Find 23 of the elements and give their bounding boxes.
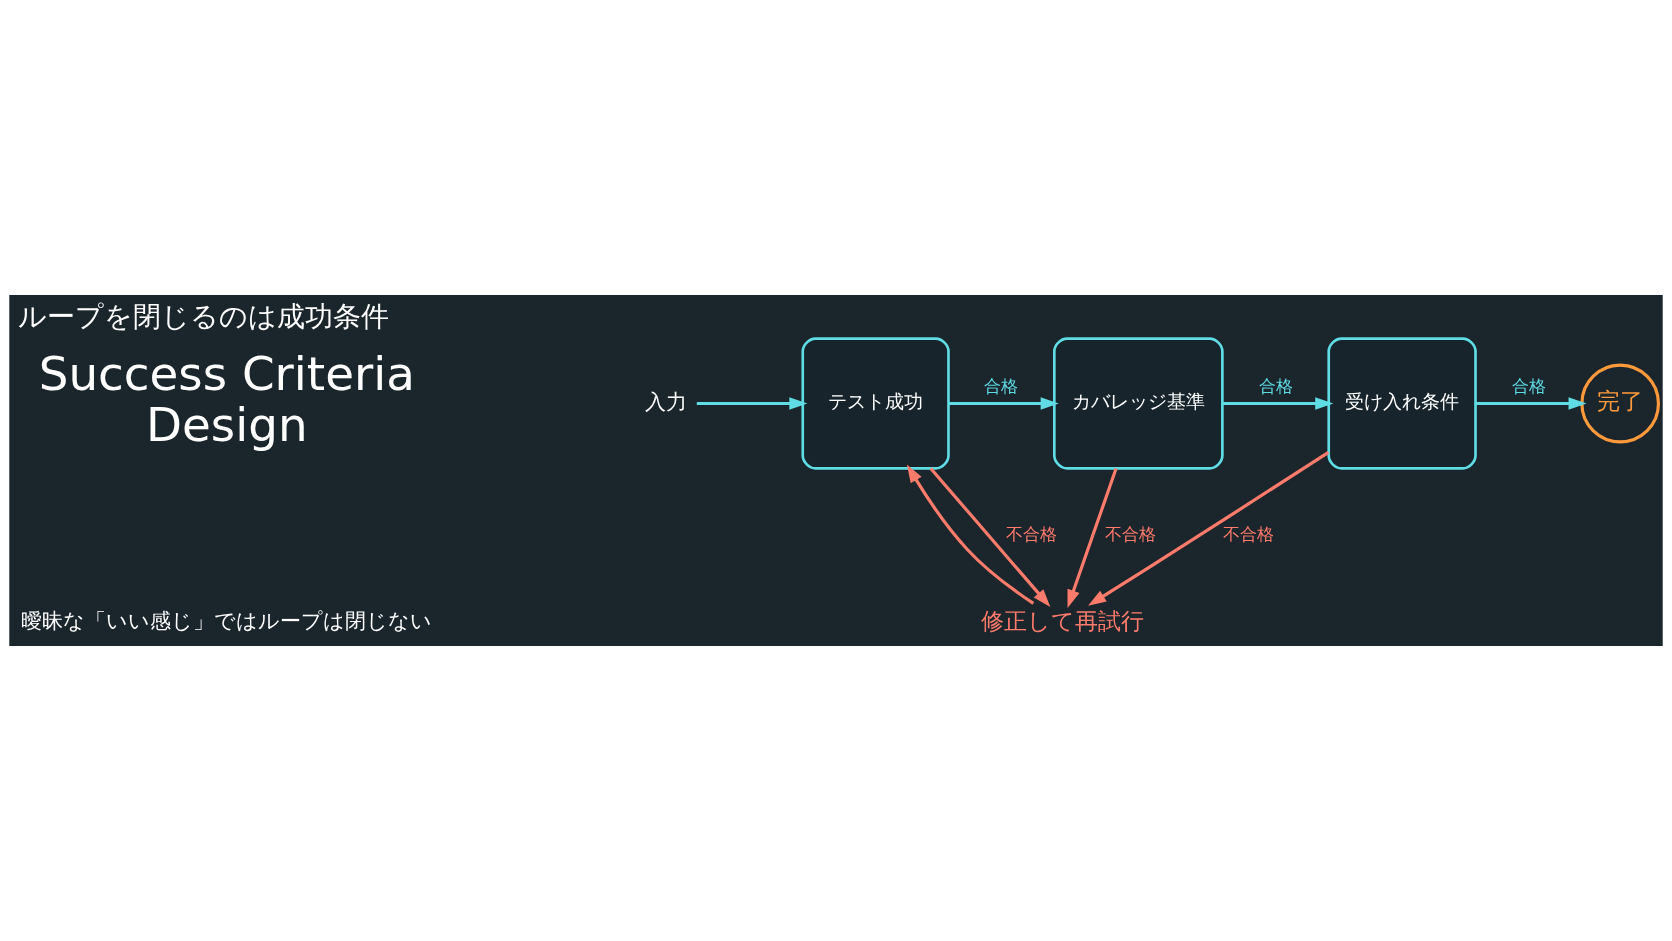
edge-label: 不合格 bbox=[1006, 524, 1058, 545]
label: 曖昧な「いい感じ」ではループは閉じない bbox=[21, 607, 433, 633]
node-text: 修正して再試行 bbox=[981, 606, 1145, 635]
node-text: 入力 bbox=[645, 388, 688, 414]
edge-label: 合格 bbox=[984, 375, 1019, 396]
edge-label: 不合格 bbox=[1223, 524, 1275, 545]
edge-label: 合格 bbox=[1511, 375, 1546, 396]
arrow bbox=[696, 397, 808, 410]
edge-label: 不合格 bbox=[1105, 524, 1157, 545]
node-box: カバレッジ基準 bbox=[1053, 337, 1224, 470]
arrow bbox=[1067, 467, 1118, 608]
arrow bbox=[1475, 397, 1587, 410]
node-box: 受け入れ条件 bbox=[1327, 337, 1477, 470]
arrow bbox=[906, 464, 1035, 605]
diagram-title: ループを閉じるのは成功条件 bbox=[18, 299, 390, 333]
arrow bbox=[1222, 397, 1334, 410]
node-circle: 完了 bbox=[1580, 363, 1661, 444]
arrow bbox=[929, 467, 1051, 608]
arrow bbox=[1088, 450, 1330, 606]
arrow bbox=[948, 397, 1059, 410]
label: Success Criteria Design bbox=[38, 346, 415, 452]
node-box: テスト成功 bbox=[801, 337, 950, 470]
edge-label: 合格 bbox=[1258, 375, 1293, 396]
